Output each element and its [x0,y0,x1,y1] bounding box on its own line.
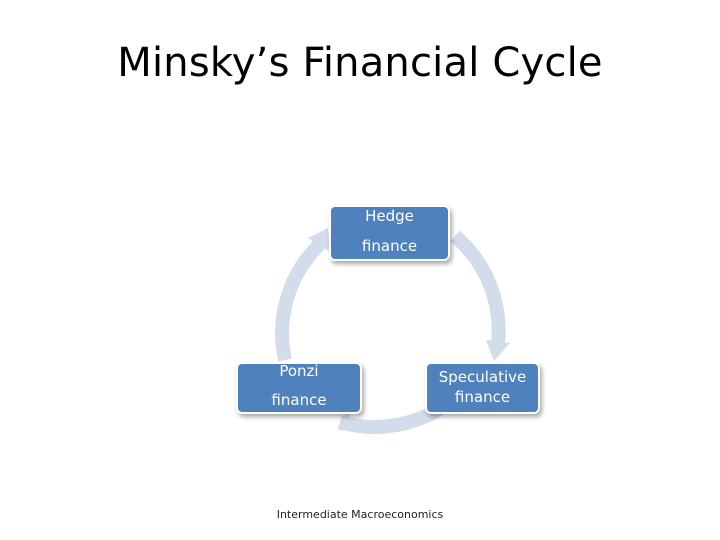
node-ponzi-finance: Ponzi finance [236,362,362,414]
cycle-arrowhead-ponzi [338,411,356,431]
cycle-arrowhead-speculative [486,340,510,361]
node-hedge-finance: Hedge finance [329,205,450,261]
slide-footer: Intermediate Macroeconomics [276,508,444,521]
node-label-speculative: Speculative finance [438,368,527,406]
slide-title: Minsky’s Financial Cycle [117,40,603,86]
cycle-arrow-ponzi-to-hedge [275,238,325,362]
node-label-ponzi: Ponzi finance [271,362,327,409]
node-label-hedge: Hedge finance [361,207,418,255]
cycle-arrow-hedge-to-speculative [450,230,506,344]
node-speculative-finance: Speculative finance [425,362,540,414]
cycle-arrowhead-hedge [308,228,330,252]
